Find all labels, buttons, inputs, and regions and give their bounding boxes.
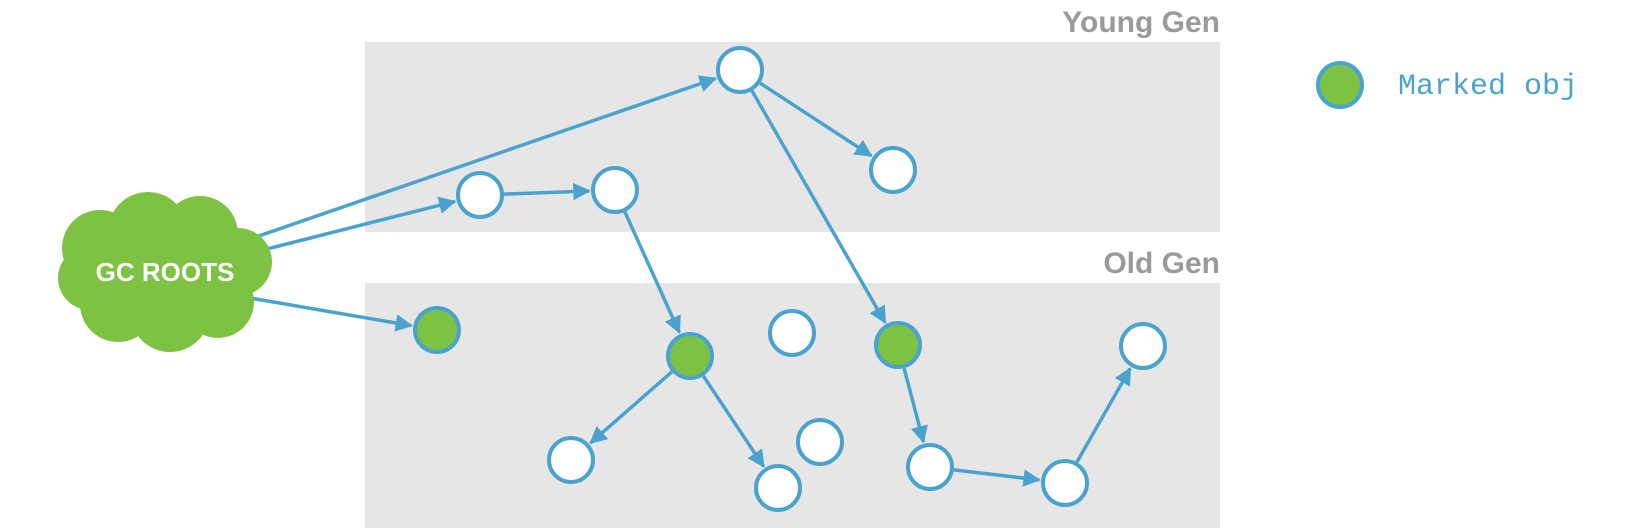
edge-y3-to-o2 — [623, 211, 681, 334]
edge-y1-to-o4 — [750, 89, 887, 324]
edge-roots-to-o1 — [249, 296, 414, 332]
object-node-y4 — [869, 146, 917, 194]
marked-object-node-o2 — [666, 332, 714, 380]
young-gen-region — [365, 42, 1220, 232]
edge-roots-to-y1 — [252, 75, 718, 240]
edge-o8-to-o9 — [953, 468, 1041, 487]
legend: Marked obj — [1316, 61, 1578, 109]
old-gen-label: Old Gen — [1103, 247, 1220, 280]
object-node-o5 — [547, 436, 595, 484]
object-node-o10 — [1119, 322, 1167, 370]
object-node-o3 — [768, 309, 816, 357]
object-node-y1 — [716, 46, 764, 94]
reference-edges — [249, 75, 1132, 487]
young-gen-label: Young Gen — [1062, 6, 1220, 39]
legend-marked-swatch — [1316, 61, 1364, 109]
marked-object-node-o4 — [874, 321, 922, 369]
object-node-o8 — [906, 443, 954, 491]
legend-label: Marked obj — [1398, 70, 1578, 104]
object-node-o7 — [796, 418, 844, 466]
object-node-y2 — [456, 171, 504, 219]
edge-o4-to-o8 — [902, 367, 928, 444]
object-node-o9 — [1041, 459, 1089, 507]
edge-y1-to-y4 — [759, 81, 873, 158]
gc-roots-cloud: GC ROOTS — [58, 192, 272, 352]
edge-y2-to-y3 — [503, 182, 591, 201]
edge-o2-to-o5 — [589, 370, 674, 445]
object-node-y3 — [591, 166, 639, 214]
edge-o2-to-o6 — [701, 374, 766, 468]
edge-o9-to-o10 — [1075, 367, 1132, 464]
edge-roots-to-y2 — [262, 196, 457, 252]
gc-roots-label: GC ROOTS — [96, 257, 235, 287]
marked-object-node-o1 — [413, 306, 461, 354]
object-nodes — [413, 46, 1167, 512]
object-node-o6 — [754, 464, 802, 512]
